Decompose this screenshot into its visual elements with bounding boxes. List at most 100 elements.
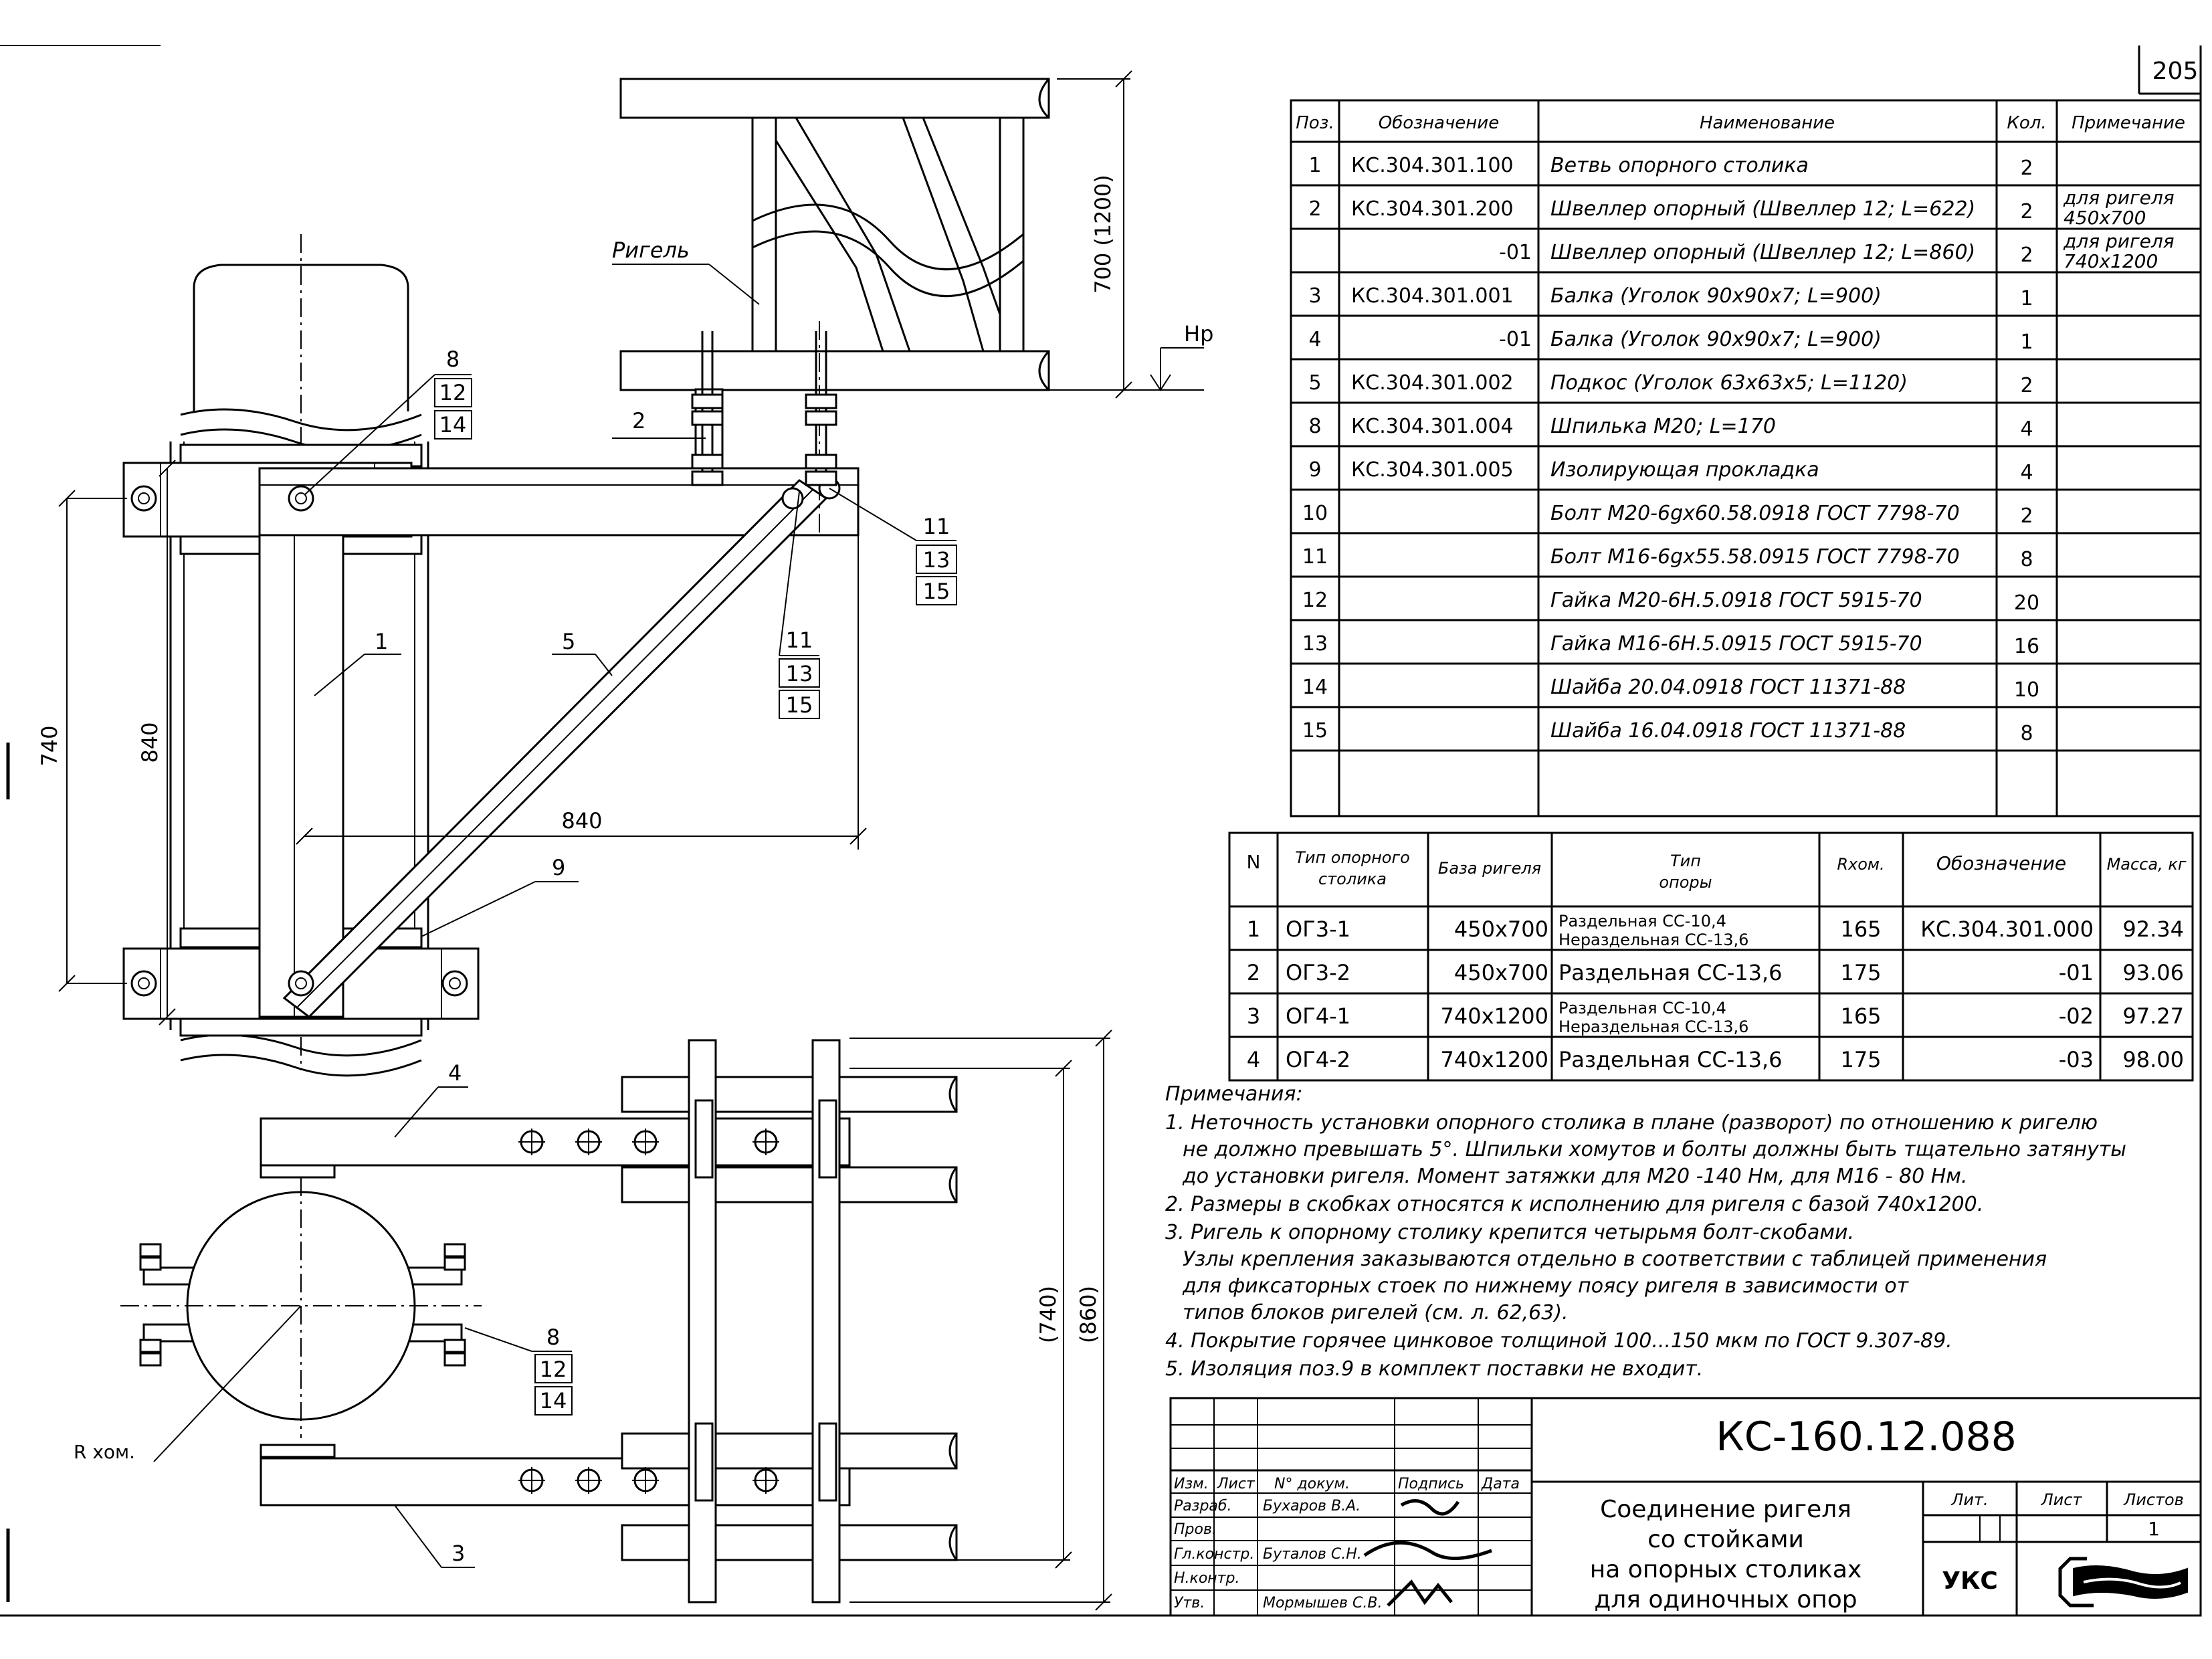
- spec-cell-designation: КС.304.301.005: [1351, 458, 1514, 482]
- notes-line: не должно превышать 5°. Шпильки хомутов …: [1183, 1138, 2126, 1161]
- callout-d-2: 14: [540, 1388, 567, 1413]
- spec-cell-qty: 4: [2020, 461, 2033, 484]
- callout-c-1: 13: [786, 661, 813, 686]
- tb-sheets-value: 1: [2148, 1518, 2160, 1540]
- rigel-break: [752, 203, 1024, 270]
- types-cell-r: 165: [1840, 1003, 1881, 1029]
- callout-c-0: 11: [786, 627, 813, 653]
- notes-line: 1. Неточность установки опорного столика…: [1165, 1111, 2098, 1135]
- spec-header-note: Примечание: [2072, 113, 2185, 133]
- spec-cell-name: Болт М16-6gх55.58.0915 ГОСТ 7798-70: [1550, 545, 1960, 569]
- tb-col-date: Дата: [1481, 1476, 1520, 1492]
- notes-line: 5. Изоляция поз.9 в комплект поставки не…: [1165, 1357, 1703, 1381]
- spec-cell-pos: 5: [1308, 371, 1321, 395]
- leader-9: 9: [552, 855, 565, 880]
- dim-740: 740: [37, 725, 62, 766]
- spec-cell-pos: 15: [1302, 719, 1328, 743]
- side-view: Ригель Нр 700 (1200) 740 840 840: [37, 70, 1213, 1077]
- label-r-kom: R хом.: [74, 1441, 135, 1463]
- types-cell-r: 175: [1840, 1047, 1881, 1072]
- types-cell-support: Раздельная СС-10,4: [1559, 999, 1726, 1017]
- rigel-top-chord: [619, 78, 1050, 119]
- notes-line: 3. Ригель к опорному столику крепится че…: [1165, 1221, 1854, 1244]
- types-cell-r: 175: [1840, 960, 1881, 985]
- types-cell-support: Раздельная СС-10,4: [1559, 912, 1726, 931]
- notes-line: типов блоков ригелей (см. л. 62,63).: [1183, 1301, 1569, 1325]
- tb-role: Гл.констр.: [1174, 1546, 1254, 1563]
- tb-role-name: Буталов С.Н.: [1263, 1546, 1362, 1563]
- tb-role-name: Бухаров В.А.: [1263, 1498, 1361, 1515]
- spec-cell-designation: КС.304.301.002: [1351, 371, 1514, 395]
- types-header-designation: Обозначение: [1936, 852, 2066, 874]
- types-cell-mass: 97.27: [2122, 1003, 2184, 1029]
- spec-cell-name: Изолирующая прокладка: [1550, 458, 1819, 482]
- beam-3-bolts: [518, 1467, 779, 1494]
- spec-header-qty: Кол.: [2007, 113, 2046, 133]
- types-table: N Тип опорного столика База ригеля Тип о…: [1228, 832, 2194, 1082]
- leader-4: 4: [448, 1060, 462, 1086]
- spec-cell-note: для ригеля: [2063, 230, 2175, 252]
- types-cell-n: 4: [1247, 1047, 1260, 1072]
- types-cell-base: 450х700: [1454, 916, 1548, 942]
- spec-cell-pos: 9: [1308, 458, 1321, 482]
- dim-840-vertical: 840: [137, 722, 163, 763]
- spec-cell-name: Гайка М20-6Н.5.0918 ГОСТ 5915-70: [1550, 589, 1922, 612]
- spec-cell-name: Шайба 20.04.0918 ГОСТ 11371-88: [1550, 676, 1906, 699]
- title-block: Изм. Лист N° докум. Подпись Дата Разраб.…: [1169, 1397, 2202, 1617]
- bolt: [130, 970, 157, 997]
- notes-title: Примечания:: [1165, 1082, 1303, 1106]
- spec-row-lines: [1291, 184, 2201, 752]
- label-hp: Нр: [1184, 321, 1213, 347]
- types-cell-base: 740х1200: [1441, 1047, 1548, 1072]
- notes-line: 2. Размеры в скобках относятся к исполне…: [1165, 1193, 1983, 1216]
- spec-cell-qty: 2: [2020, 504, 2033, 528]
- spec-cell-designation: -01: [1499, 328, 1532, 351]
- callout-b-2: 15: [923, 579, 950, 604]
- types-cell-support: Раздельная СС-13,6: [1559, 1047, 1782, 1072]
- spec-cell-note: 450х700: [2064, 207, 2146, 229]
- spec-cell-designation: КС.304.301.200: [1351, 197, 1514, 221]
- beam-4: [260, 1117, 851, 1167]
- spec-cell-name: Шпилька М20; L=170: [1550, 415, 1776, 438]
- types-cell-r: 165: [1840, 916, 1881, 942]
- tb-role: Утв.: [1174, 1595, 1205, 1612]
- pole-break-top: [180, 408, 422, 431]
- spec-cell-pos: 8: [1308, 415, 1321, 438]
- spec-cell-name: Ветвь опорного столика: [1550, 154, 1809, 177]
- spec-cell-pos: 3: [1308, 284, 1321, 308]
- callout-a-1: 12: [439, 380, 467, 405]
- types-cell-type: ОГ3-1: [1286, 916, 1350, 942]
- types-cell-designation: -03: [2059, 1047, 2094, 1072]
- spec-table: Поз. Обозначение Наименование Кол. Приме…: [1290, 99, 2202, 817]
- page-number: 205: [2152, 58, 2199, 85]
- rigel-bottom-chord: [619, 350, 1050, 391]
- callout-b-0: 11: [923, 514, 950, 539]
- spec-cell-note: 740х1200: [2064, 250, 2158, 272]
- tb-org: УКС: [1942, 1567, 1998, 1595]
- types-cell-n: 1: [1247, 916, 1260, 942]
- spec-cell-designation: КС.304.301.100: [1351, 154, 1514, 177]
- types-cell-base: 450х700: [1454, 960, 1548, 985]
- types-cell-n: 3: [1247, 1003, 1260, 1029]
- drawing-code: КС-160.12.088: [1716, 1413, 2017, 1460]
- types-cell-base: 740х1200: [1441, 1003, 1548, 1029]
- spec-cell-name: Шайба 16.04.0918 ГОСТ 11371-88: [1550, 719, 1906, 743]
- types-cell-support: Нераздельная СС-13,6: [1559, 1017, 1748, 1036]
- types-cell-mass: 93.06: [2122, 960, 2184, 985]
- types-header-n: N: [1247, 851, 1261, 873]
- dim-860-parenthesized: (860): [1076, 1286, 1101, 1343]
- spec-cell-designation: КС.304.301.004: [1351, 415, 1514, 438]
- tb-role: Пров.: [1174, 1521, 1217, 1538]
- signature-2: [1363, 1541, 1492, 1560]
- title-line-4: для одиночных опор: [1594, 1586, 1857, 1614]
- notes-line: до установки ригеля. Момент затяжки для …: [1182, 1165, 1967, 1188]
- types-cell-mass: 98.00: [2122, 1047, 2184, 1072]
- tb-role-name: Мормышев С.В.: [1263, 1595, 1382, 1612]
- organization-logo: [2058, 1557, 2188, 1607]
- tb-sheets-label: Листов: [2123, 1490, 2184, 1509]
- tb-col-doc: N° докум.: [1274, 1476, 1350, 1492]
- leader-5: 5: [562, 629, 575, 654]
- tb-lit-label: Лит.: [1950, 1490, 1988, 1509]
- types-header-base: База ригеля: [1438, 859, 1541, 878]
